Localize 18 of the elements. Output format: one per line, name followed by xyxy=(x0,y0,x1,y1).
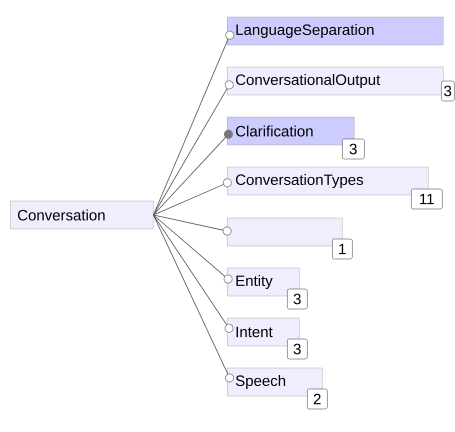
connector xyxy=(153,130,233,216)
connector xyxy=(153,214,234,333)
count-badge: 3 xyxy=(287,288,308,310)
connector xyxy=(153,178,232,216)
connector xyxy=(153,214,232,236)
topic-box: ConversationalOutput xyxy=(227,66,444,96)
count-badge: 3 xyxy=(441,80,454,102)
connector xyxy=(153,214,234,382)
connector xyxy=(153,30,234,216)
connector xyxy=(153,80,234,216)
count-badge: 2 xyxy=(307,388,328,410)
count-badge: 11 xyxy=(411,188,442,210)
count-badge: 3 xyxy=(342,138,364,160)
count-badge: 3 xyxy=(287,338,308,360)
count-badge: 1 xyxy=(332,238,352,260)
topic-box: Conversation xyxy=(10,200,154,230)
topic-box: LanguageSeparation xyxy=(227,16,444,46)
connector xyxy=(153,214,233,284)
